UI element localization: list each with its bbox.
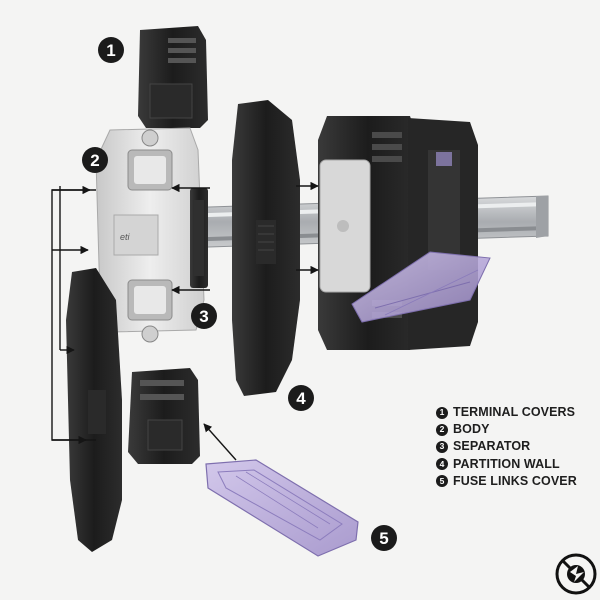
partition-wall-left xyxy=(66,268,122,552)
legend-number: 1 xyxy=(436,406,448,419)
fuse-body: eti xyxy=(95,127,205,343)
legend-number: 5 xyxy=(436,475,448,488)
svg-text:1: 1 xyxy=(106,41,115,60)
legend-number: 2 xyxy=(436,423,448,436)
callout-4: 4 xyxy=(288,385,314,411)
terminal-cover-bottom xyxy=(128,368,200,464)
svg-text:eti: eti xyxy=(120,232,131,242)
legend-label: BODY xyxy=(453,422,490,437)
fuse-links-cover xyxy=(205,459,359,557)
brand-seal-logo xyxy=(555,553,597,595)
legend-item: 4 PARTITION WALL xyxy=(436,456,577,473)
legend: 1 TERMINAL COVERS 2 BODY 3 SEPARATOR 4 P… xyxy=(436,404,577,490)
callout-1: 1 xyxy=(98,37,124,63)
legend-number: 4 xyxy=(436,458,448,471)
callout-3: 3 xyxy=(191,303,217,329)
svg-text:2: 2 xyxy=(90,151,99,170)
legend-item: 3 SEPARATOR xyxy=(436,438,577,455)
separator xyxy=(190,188,208,288)
assembled-unit xyxy=(318,116,491,350)
legend-item: 1 TERMINAL COVERS xyxy=(436,404,577,421)
legend-label: TERMINAL COVERS xyxy=(453,405,576,419)
partition-wall xyxy=(232,100,300,396)
legend-label: SEPARATOR xyxy=(453,439,531,454)
arrow-cover xyxy=(203,423,237,461)
svg-text:3: 3 xyxy=(199,307,208,326)
legend-label: FUSE LINKS COVER xyxy=(453,473,577,488)
legend-label: PARTITION WALL xyxy=(453,456,560,471)
terminal-cover-top xyxy=(138,26,208,128)
svg-text:4: 4 xyxy=(296,389,306,408)
svg-text:5: 5 xyxy=(379,529,388,548)
legend-item: 2 BODY xyxy=(436,421,577,438)
legend-item: 5 FUSE LINKS COVER xyxy=(436,473,577,490)
callout-2: 2 xyxy=(82,147,108,173)
arrows xyxy=(51,181,319,461)
legend-number: 3 xyxy=(436,441,448,453)
callout-5: 5 xyxy=(371,525,397,551)
